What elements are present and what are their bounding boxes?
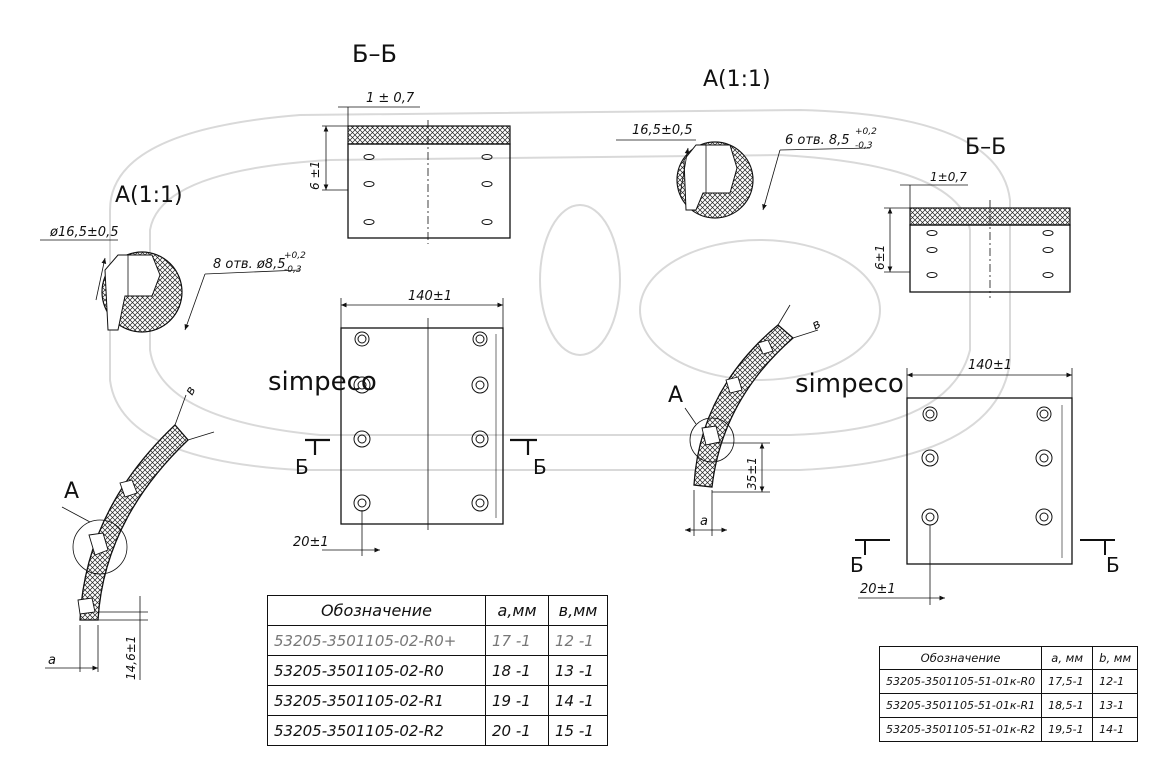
table-cell-a: 17,5-1 (1041, 669, 1094, 694)
left-section-thickness-dim: 6 ±1 (308, 161, 322, 190)
table-row: 53205-3501105-51-01к-R2 19,5-1 14-1 (878, 717, 1139, 742)
left-arc-dim-b: в (182, 384, 199, 398)
table-row: 53205-3501105-02-R2 20 -1 15 -1 (267, 715, 608, 746)
left-detail-diameter-dim: ø16,5±0,5 (49, 225, 118, 240)
left-cut-label-left: Б (295, 455, 309, 479)
left-holes-tol-upper: +0,2 (284, 251, 306, 261)
table-cell-designation: 53205-3501105-02-R2 (267, 715, 486, 746)
right-holes-tol-lower: -0,3 (855, 141, 873, 151)
left-offset-dim: 20±1 (293, 535, 329, 550)
table-cell-designation: 53205-3501105-51-01к-R1 (878, 693, 1043, 718)
table-row: 53205-3501105-51-01к-R0 17,5-1 12-1 (878, 669, 1139, 694)
right-spec-table: Обозначение a, мм b, мм 53205-3501105-51… (878, 646, 1139, 742)
table-row: 53205-3501105-02-R0 18 -1 13 -1 (267, 655, 608, 686)
left-arc-detail-label: А (64, 479, 79, 504)
left-section-view (322, 106, 511, 244)
table-cell-designation: 53205-3501105-02-R0 (267, 655, 486, 686)
watermark (109, 108, 1011, 471)
table-cell-a: 19,5-1 (1041, 717, 1094, 742)
table-cell-designation: 53205-3501105-51-01к-R0 (878, 669, 1043, 694)
left-holes-note: 8 отв. ø8,5 (213, 257, 285, 272)
left-detail-title: А(1:1) (115, 183, 183, 208)
table-cell-b: 13-1 (1092, 693, 1139, 718)
table-header-a: а,мм (485, 595, 549, 626)
right-cut-label-right: Б (1106, 553, 1120, 577)
table-cell-a: 18 -1 (485, 655, 549, 686)
left-arc-height-dim: 14,6±1 (124, 636, 138, 680)
left-cut-label-right: Б (533, 455, 547, 479)
left-holes-tol-lower: -0,3 (284, 265, 302, 275)
table-cell-designation: 53205-3501105-02-R0+ (267, 625, 486, 656)
table-header-row: Обозначение а,мм в,мм (267, 595, 608, 626)
table-cell-designation: 53205-3501105-02-R1 (267, 685, 486, 716)
left-section-title: Б–Б (352, 40, 397, 68)
table-cell-b: 14-1 (1092, 717, 1139, 742)
right-detail-title: А(1:1) (703, 67, 771, 92)
table-cell-a: 17 -1 (485, 625, 549, 656)
right-section-offset-dim: 1±0,7 (930, 170, 967, 184)
right-plan-view (855, 368, 1115, 605)
right-holes-note: 6 отв. 8,5 (785, 133, 850, 148)
table-row: 53205-3501105-51-01к-R1 18,5-1 13-1 (878, 693, 1139, 718)
right-section-title: Б–Б (965, 135, 1006, 160)
table-cell-b: 15 -1 (548, 715, 608, 746)
right-holes-tol-upper: +0,2 (855, 127, 877, 137)
right-arc-detail-label: А (668, 383, 683, 408)
watermark-text: simpeco (795, 369, 904, 399)
table-header-b: b, мм (1092, 646, 1139, 670)
left-arc-profile (45, 394, 215, 680)
table-header-row: Обозначение a, мм b, мм (878, 646, 1139, 670)
table-header-designation: Обозначение (878, 646, 1043, 670)
left-width-dim: 140±1 (408, 289, 452, 304)
table-cell-a: 19 -1 (485, 685, 549, 716)
right-section-view (884, 184, 1071, 298)
right-arc-profile (684, 304, 819, 536)
table-header-designation: Обозначение (267, 595, 486, 626)
table-cell-designation: 53205-3501105-51-01к-R2 (878, 717, 1043, 742)
table-cell-b: 12 -1 (548, 625, 608, 656)
left-section-offset-dim: 1 ± 0,7 (366, 91, 415, 106)
left-arc-dim-a: а (48, 653, 56, 668)
table-cell-a: 18,5-1 (1041, 693, 1094, 718)
left-detail-view (40, 239, 301, 333)
table-cell-b: 14 -1 (548, 685, 608, 716)
right-arc-dim-b: в (810, 317, 824, 334)
table-row: 53205-3501105-02-R0+ 17 -1 12 -1 (267, 625, 608, 656)
table-cell-a: 20 -1 (485, 715, 549, 746)
table-row: 53205-3501105-02-R1 19 -1 14 -1 (267, 685, 608, 716)
table-cell-b: 13 -1 (548, 655, 608, 686)
table-cell-b: 12-1 (1092, 669, 1139, 694)
right-detail-diameter-dim: 16,5±0,5 (632, 123, 693, 138)
right-section-thickness-dim: 6±1 (873, 245, 887, 270)
right-arc-height-dim: 35±1 (745, 457, 759, 490)
right-width-dim: 140±1 (968, 358, 1012, 373)
table-header-b: в,мм (548, 595, 608, 626)
right-cut-label-left: Б (850, 553, 864, 577)
right-arc-dim-a: а (700, 514, 708, 529)
table-header-a: a, мм (1041, 646, 1094, 670)
right-detail-view (616, 139, 871, 219)
left-plan-view (305, 298, 537, 556)
left-spec-table: Обозначение а,мм в,мм 53205-3501105-02-R… (267, 595, 608, 746)
right-offset-dim: 20±1 (860, 582, 896, 597)
